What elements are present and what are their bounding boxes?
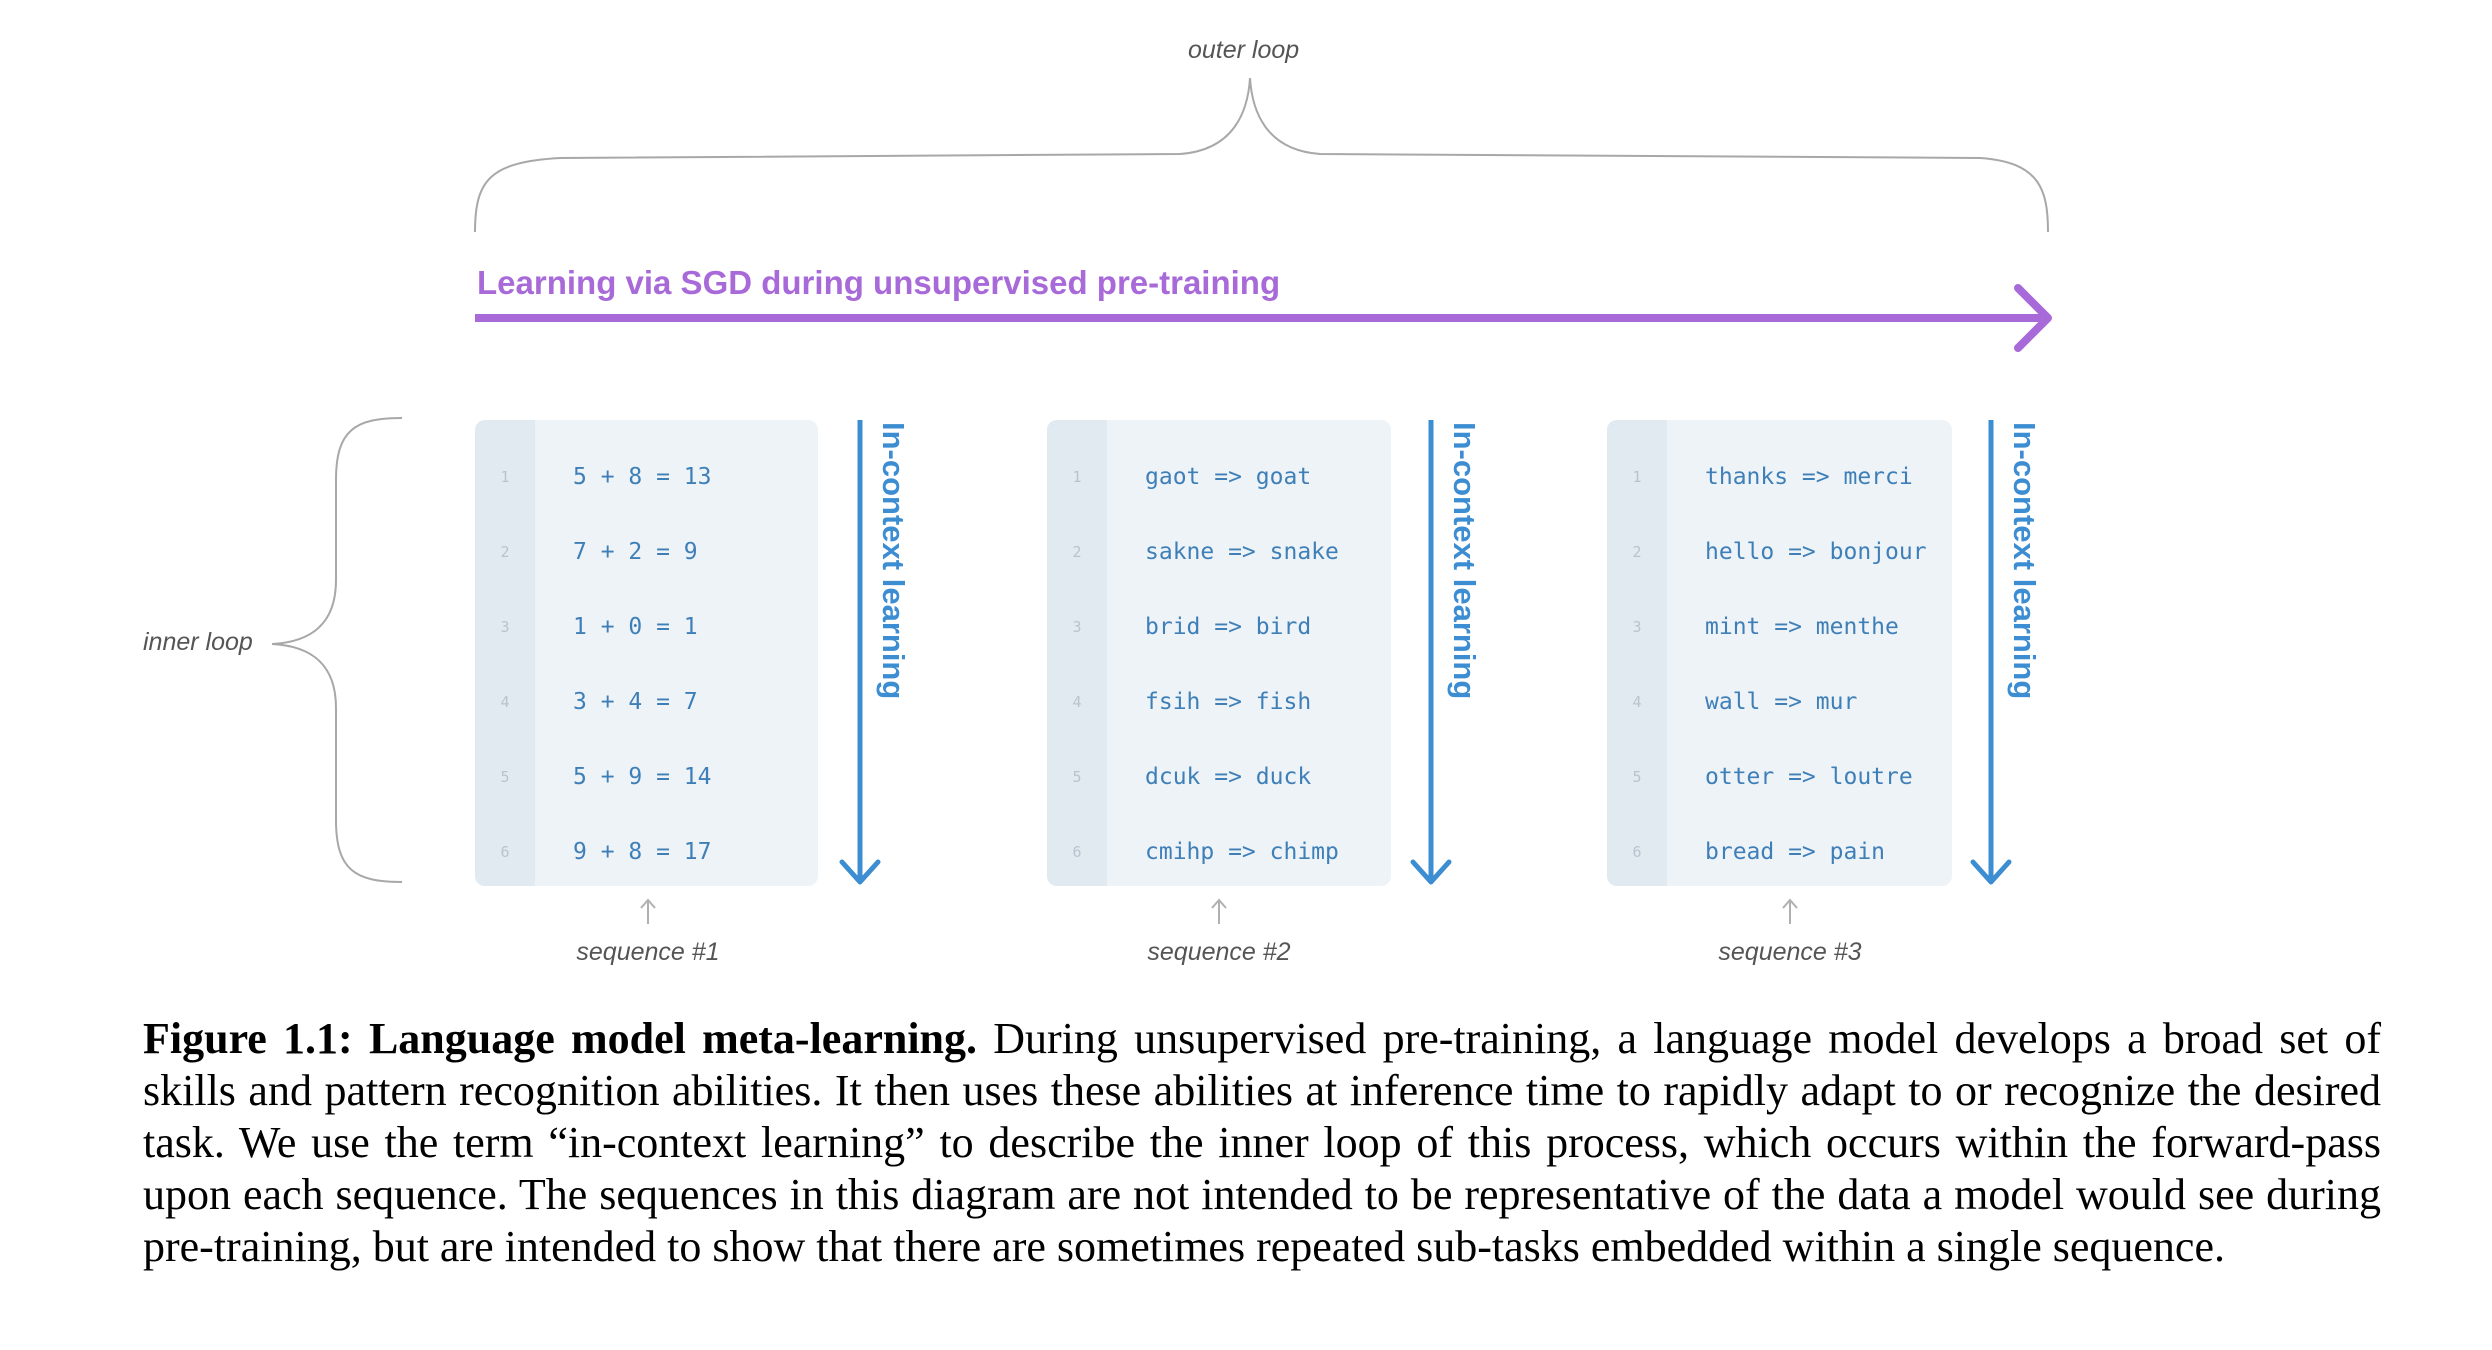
code-line: 4 3 + 4 = 7 <box>475 685 818 725</box>
line-text: dcuk => duck <box>1145 764 1312 790</box>
in-context-label-2: In-context learning <box>1447 422 1482 700</box>
in-context-arrow-1 <box>839 420 881 885</box>
line-number: 3 <box>500 618 510 636</box>
line-number: 2 <box>1072 543 1082 561</box>
line-number: 5 <box>500 768 510 786</box>
code-line: 1 thanks => merci <box>1607 460 1952 500</box>
code-line: 4 wall => mur <box>1607 685 1952 725</box>
sequence-pointer-1 <box>640 898 656 924</box>
caption-title: Language model meta-learning. <box>368 1014 978 1063</box>
line-number: 1 <box>1632 468 1642 486</box>
sequence-pointer-2 <box>1211 898 1227 924</box>
code-line: 5 dcuk => duck <box>1047 760 1391 800</box>
in-context-arrow-2 <box>1410 420 1452 885</box>
line-text: otter => loutre <box>1705 764 1913 790</box>
in-context-label-1: In-context learning <box>876 422 911 700</box>
sequence-box-3: 1 thanks => merci 2 hello => bonjour 3 mint… <box>1607 420 1952 886</box>
line-text: sakne => snake <box>1145 539 1339 565</box>
code-line: 2 hello => bonjour <box>1607 535 1952 575</box>
code-line: 3 1 + 0 = 1 <box>475 610 818 650</box>
line-number: 3 <box>1072 618 1082 636</box>
line-number: 4 <box>500 693 510 711</box>
line-number: 5 <box>1072 768 1082 786</box>
inner-loop-brace <box>271 417 403 883</box>
line-text: 5 + 8 = 13 <box>573 464 712 490</box>
figure-caption: Figure 1.1: Language model meta-learning… <box>143 1013 2381 1273</box>
sequence-label-3: sequence #3 <box>1718 938 1862 966</box>
line-text: gaot => goat <box>1145 464 1312 490</box>
line-text: mint => menthe <box>1705 614 1899 640</box>
line-text: cmihp => chimp <box>1145 839 1339 865</box>
line-number-gutter <box>475 420 535 886</box>
in-context-arrow-3 <box>1970 420 2012 885</box>
code-line: 2 7 + 2 = 9 <box>475 535 818 575</box>
line-text: thanks => merci <box>1705 464 1913 490</box>
sequence-pointer-3 <box>1782 898 1798 924</box>
line-number-gutter <box>1047 420 1107 886</box>
sequence-label-2: sequence #2 <box>1147 938 1291 966</box>
code-line: 6 bread => pain <box>1607 835 1952 875</box>
line-text: bread => pain <box>1705 839 1886 865</box>
line-number: 2 <box>1632 543 1642 561</box>
code-line: 3 mint => menthe <box>1607 610 1952 650</box>
sequence-label-1: sequence #1 <box>576 938 720 966</box>
line-number: 6 <box>1072 843 1082 861</box>
in-context-label-3: In-context learning <box>2007 422 2042 700</box>
code-line: 4 fsih => fish <box>1047 685 1391 725</box>
sequence-box-2: 1 gaot => goat 2 sakne => snake 3 brid => b… <box>1047 420 1391 886</box>
inner-loop-label: inner loop <box>143 628 253 656</box>
line-text: 3 + 4 = 7 <box>573 689 698 715</box>
line-number: 4 <box>1632 693 1642 711</box>
line-number: 6 <box>500 843 510 861</box>
sgd-arrow-head <box>2014 284 2052 352</box>
line-text: fsih => fish <box>1145 689 1312 715</box>
line-number-gutter <box>1607 420 1667 886</box>
line-text: 7 + 2 = 9 <box>573 539 698 565</box>
code-line: 1 gaot => goat <box>1047 460 1391 500</box>
caption-body: During unsupervised pre-training, a lang… <box>143 1014 2382 1271</box>
line-number: 6 <box>1632 843 1642 861</box>
code-line: 3 brid => bird <box>1047 610 1391 650</box>
line-text: hello => bonjour <box>1705 539 1927 565</box>
line-text: 5 + 9 = 14 <box>573 764 712 790</box>
sgd-label: Learning via SGD during unsupervised pre… <box>477 264 1281 301</box>
outer-loop-brace <box>474 77 2049 233</box>
line-number: 1 <box>500 468 510 486</box>
diagram-lines <box>271 77 2052 924</box>
line-text: brid => bird <box>1145 614 1312 640</box>
code-line: 6 cmihp => chimp <box>1047 835 1391 875</box>
line-number: 4 <box>1072 693 1082 711</box>
meta-learning-diagram: outer loop inner loop Learning via SGD d… <box>143 36 2052 966</box>
line-text: wall => mur <box>1705 689 1858 715</box>
line-number: 1 <box>1072 468 1082 486</box>
line-text: 1 + 0 = 1 <box>573 614 698 640</box>
code-line: 1 5 + 8 = 13 <box>475 460 818 500</box>
code-line: 6 9 + 8 = 17 <box>475 835 818 875</box>
line-number: 5 <box>1632 768 1642 786</box>
code-line: 5 otter => loutre <box>1607 760 1952 800</box>
sequence-box-1: 1 5 + 8 = 13 2 7 + 2 = 9 3 1 + 0 = 1 4 3 + 4… <box>475 420 818 886</box>
line-number: 2 <box>500 543 510 561</box>
caption-figure-label: Figure 1.1: <box>143 1014 353 1063</box>
line-text: 9 + 8 = 17 <box>573 839 712 865</box>
line-number: 3 <box>1632 618 1642 636</box>
code-line: 5 5 + 9 = 14 <box>475 760 818 800</box>
outer-loop-label: outer loop <box>1188 36 1300 64</box>
code-line: 2 sakne => snake <box>1047 535 1391 575</box>
